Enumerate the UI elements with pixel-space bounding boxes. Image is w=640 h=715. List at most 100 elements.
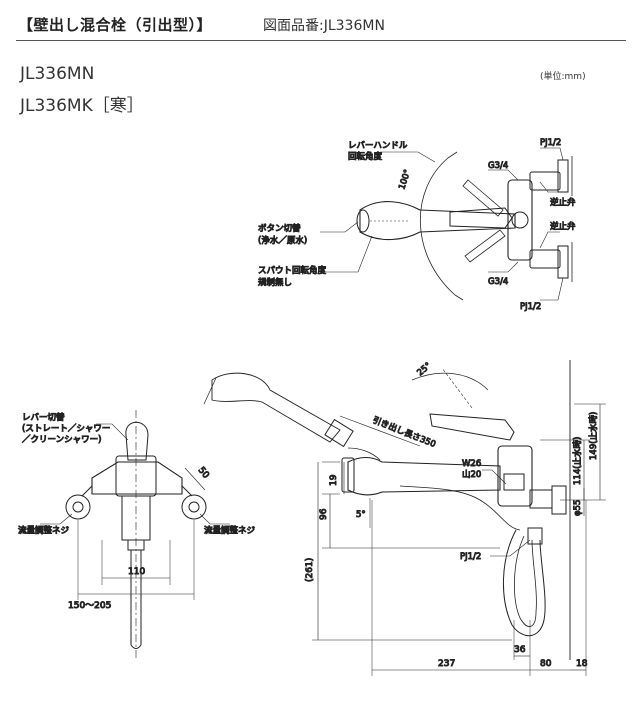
front-lever [125,421,149,461]
lever-ghost-top [462,179,504,217]
arc-tick [454,294,464,301]
page-title: 【壁出し混合栓（引出型）】 [18,16,213,34]
flange-right [181,494,207,520]
leader-pj-top [540,147,564,161]
dim-149: 149(止水時) [588,412,599,460]
dim-80: 80 [540,659,552,669]
leader-pj12-side [490,539,531,557]
front-arm-right [181,485,193,497]
unit-note: (単位:mm) [540,72,586,82]
inlet-bottom [529,249,561,269]
leader-button [320,221,359,233]
spout-rotation-label-2: 規制無し [258,277,292,288]
dim-19: 19 [329,474,339,486]
front-view: 50 110 150～205 レバー切替 (ストレート／シャワー ／クリーンシャ… [18,410,256,660]
button-label-1: ボタン切替 [258,223,301,234]
side-view: 引き出し長さ350 25° 19 [203,360,606,676]
lever-rotation-arc [419,157,456,296]
leader-lever-switch [96,423,129,441]
cartridge-circle [511,211,529,229]
pull-length-label: 引き出し長さ350 [371,415,437,450]
flange-left [65,494,91,520]
top-view: レバーハンドル 回転角度 100° G3/4 G3/4 PJ1/2 PJ1/2 … [258,138,577,313]
pj12-side-label: PJ1/2 [460,552,481,562]
w26-label-1: W26 [462,459,481,469]
model-name-secondary: JL336MK［寒］ [20,96,144,116]
leader-check-bottom [539,231,560,249]
lever-handle [449,207,513,229]
lever-switch-label-2: (ストレート／シャワー [22,424,110,434]
check-valve-label-1: 逆止弁 [550,197,576,208]
flange-left-inner [72,501,84,513]
side-body-window [503,473,525,491]
dim-237: 237 [438,659,455,669]
flange-right-inner [188,501,200,513]
drawing-number: 図面品番:JL336MN [263,18,385,34]
dim-261: (261) [305,558,315,582]
spout-rotation-label-1: スパウト回転角度 [258,265,327,276]
spout-body [359,201,516,241]
w26-label-2: 山20 [462,469,481,480]
title-rule [16,40,626,41]
pulled-head [211,372,341,443]
leader-flow-left [40,513,73,525]
spout-head [356,209,370,233]
g34-top-label: G3/4 [488,161,508,171]
side-inlet [529,489,553,509]
pull-length-line [339,415,421,447]
side-spout [347,456,501,496]
angle-25-label: 25° [416,361,434,378]
faucet-body [507,179,533,261]
dim-96: 96 [319,508,329,520]
leader-flow-right [199,513,230,525]
side-lever [429,413,515,441]
pj12-top-label: PJ1/2 [540,138,561,148]
spout-lower-curve [399,485,521,531]
lever-ghost-bottom [464,229,506,263]
pulled-nozzle-joint [324,418,354,448]
lever-switch-label-3: ／クリーンシャワー) [22,435,101,445]
pulled-hose-curve [347,447,381,461]
dim-5deg: 5° [356,510,366,520]
front-outlet [127,539,145,551]
lever-label-2: 回転角度 [348,151,383,162]
pulled-head-face [203,377,217,405]
angle-25-ref [441,367,473,409]
lever-label-1: レバーハンドル [348,141,408,151]
inlet-top [529,171,561,191]
leader-lever [380,151,436,163]
dim-50-line [184,467,206,491]
dim-36: 36 [514,645,526,655]
leader-w26 [482,469,507,485]
hose-end [130,644,142,649]
leader-pj-bottom [540,277,564,301]
arc-tick [447,151,458,159]
front-arm-left [81,485,93,497]
front-body [91,461,183,495]
side-spout-tip [341,457,355,493]
hose-loop-outer [502,529,546,637]
leader-spout [320,235,373,273]
check-valve-label-2: 逆止弁 [550,221,576,232]
dim-phi55: φ55 [573,500,583,516]
leader-check-top [539,181,560,193]
dim-150-205: 150～205 [68,601,111,611]
pj12-bottom-label: PJ1/2 [520,302,541,312]
leader-g34-bottom [488,261,519,273]
dim-18: 18 [576,659,588,669]
hose-connector [527,527,543,545]
dim-110: 110 [128,567,145,577]
dim-114: 114(止水時) [572,437,583,485]
flow-adjust-left-label: 流量調整ネジ [18,525,69,536]
angle-25-arc [411,372,489,391]
button-label-2: (浄水／原水) [258,235,307,246]
g34-bottom-label: G3/4 [488,277,508,287]
angle-100-label: 100° [397,168,413,191]
flow-adjust-right-label: 流量調整ネジ [204,525,255,536]
leader-g34-top [488,169,519,181]
lever-switch-label-1: レバー切替 [22,412,65,423]
model-name-primary: JL336MN [20,64,95,84]
side-body [497,445,533,507]
dim-50: 50 [196,466,211,481]
